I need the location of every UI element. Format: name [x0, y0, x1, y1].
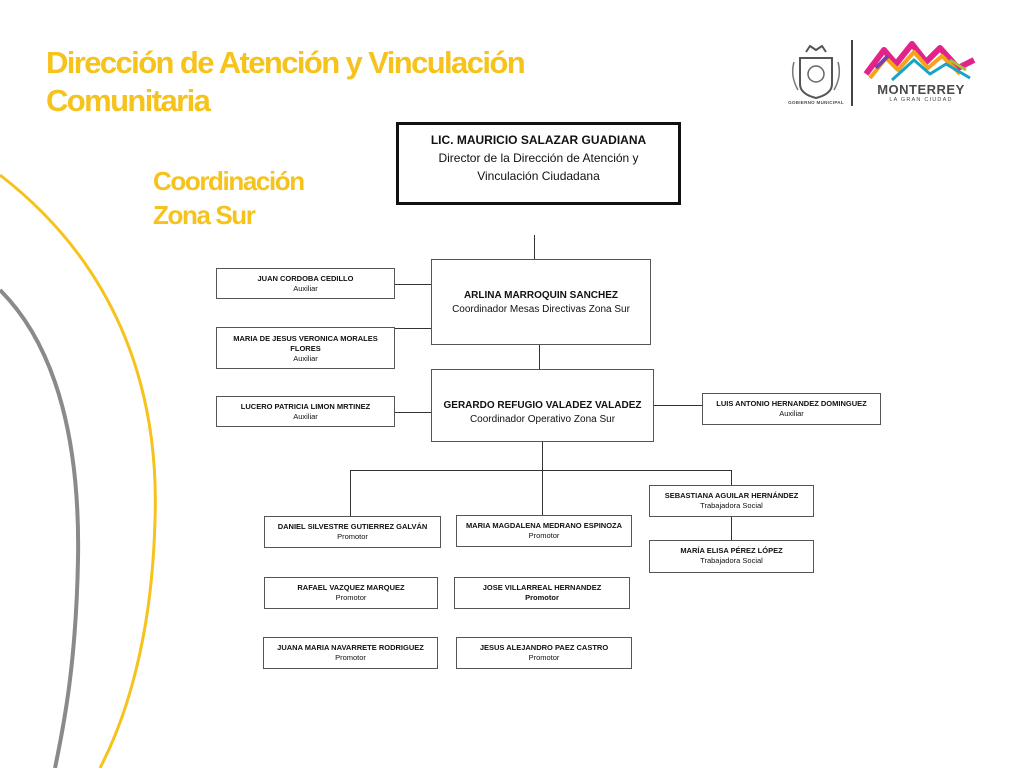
city-name: MONTERREY [877, 82, 965, 97]
aux-2-name-line-2: FLORES [290, 344, 321, 353]
aux-1-name: JUAN CORDOBA CEDILLO [257, 274, 354, 283]
operative-role: Coordinador Operativo Zona Sur [469, 414, 616, 425]
city-tagline: LA GRAN CIUDAD [889, 97, 953, 103]
aux-1-role: Auxiliar [293, 284, 318, 293]
connector-coord-operative [539, 345, 540, 369]
connector-branch-middle [542, 470, 543, 516]
director-box: LIC. MAURICIO SALAZAR GUADIANA Director … [396, 122, 681, 205]
connector-branch-left [350, 470, 351, 517]
aux-2-name-line-1: MARIA DE JESUS VERONICA MORALES [233, 334, 378, 343]
coordinator-name: ARLINA MARROQUIN SANCHEZ [463, 290, 619, 301]
promotor-3-role: Promotor [335, 653, 366, 662]
connector-aux2 [394, 328, 432, 329]
aux-3-name: LUCERO PATRICIA LIMON MRTINEZ [240, 402, 371, 411]
aux-box-3: LUCERO PATRICIA LIMON MRTINEZ Auxiliar [216, 396, 395, 427]
page-title: Dirección de Atención y Vinculación Comu… [46, 44, 606, 120]
director-name: LIC. MAURICIO SALAZAR GUADIANA [430, 133, 647, 147]
director-role-line-1: Director de la Dirección de Atención y [438, 151, 639, 165]
page-subtitle: Coordinación Zona Sur [153, 164, 373, 232]
coordinator-box: ARLINA MARROQUIN SANCHEZ Coordinador Mes… [431, 259, 651, 345]
social-worker-box-2: MARÍA ELISA PÉREZ LÓPEZ Trabajadora Soci… [649, 540, 814, 573]
promotor-box-6: JESUS ALEJANDRO PAEZ CASTRO Promotor [456, 637, 632, 669]
connector-director-down [534, 235, 535, 260]
promotor-3-name: JUANA MARIA NAVARRETE RODRIGUEZ [277, 643, 424, 652]
connector-aux1 [394, 284, 432, 285]
coordinator-role: Coordinador Mesas Directivas Zona Sur [452, 304, 630, 315]
social-worker-1-role: Trabajadora Social [700, 501, 763, 510]
aux-4-name: LUIS ANTONIO HERNANDEZ DOMINGUEZ [716, 399, 867, 408]
subtitle-line-2: Zona Sur [153, 200, 256, 230]
aux-box-1: JUAN CORDOBA CEDILLO Auxiliar [216, 268, 395, 299]
aux-4-role: Auxiliar [779, 409, 804, 418]
promotor-4-role: Promotor [528, 531, 560, 540]
social-worker-1-name: SEBASTIANA AGUILAR HERNÁNDEZ [664, 491, 799, 500]
connector-social [731, 517, 732, 541]
title-line-2: Comunitaria [46, 83, 211, 118]
social-worker-2-role: Trabajadora Social [700, 556, 763, 565]
promotor-2-name: RAFAEL VAZQUEZ MARQUEZ [297, 583, 405, 592]
subtitle-line-1: Coordinación [153, 166, 305, 196]
aux-box-4: LUIS ANTONIO HERNANDEZ DOMINGUEZ Auxilia… [702, 393, 881, 425]
operative-box: GERARDO REFUGIO VALADEZ VALADEZ Coordina… [431, 369, 654, 442]
promotor-1-role: Promotor [337, 532, 368, 541]
promotor-box-4: MARIA MAGDALENA MEDRANO ESPINOZA Promoto… [456, 515, 632, 547]
promotor-box-3: JUANA MARIA NAVARRETE RODRIGUEZ Promotor [263, 637, 438, 669]
promotor-box-1: DANIEL SILVESTRE GUTIERREZ GALVÁN Promot… [264, 516, 441, 548]
operative-name: GERARDO REFUGIO VALADEZ VALADEZ [443, 400, 642, 411]
shield-caption: GOBIERNO MUNICIPAL [788, 100, 844, 105]
logo-divider [851, 40, 853, 106]
promotor-6-role: Promotor [528, 653, 560, 662]
aux-3-role: Auxiliar [293, 412, 318, 421]
municipal-shield-logo [791, 44, 841, 100]
connector-branch-right [731, 470, 732, 486]
promotor-4-name: MARIA MAGDALENA MEDRANO ESPINOZA [465, 521, 623, 530]
promotor-box-2: RAFAEL VAZQUEZ MARQUEZ Promotor [264, 577, 438, 609]
promotor-box-5: JOSE VILLARREAL HERNANDEZ Promotor [454, 577, 630, 609]
promotor-6-name: JESUS ALEJANDRO PAEZ CASTRO [479, 643, 609, 652]
connector-branch-bar [350, 470, 732, 471]
director-role-line-2: Vinculación Ciudadana [477, 169, 600, 183]
aux-2-role: Auxiliar [293, 354, 318, 363]
social-worker-2-name: MARÍA ELISA PÉREZ LÓPEZ [680, 546, 783, 555]
promotor-2-role: Promotor [335, 593, 367, 602]
social-worker-box-1: SEBASTIANA AGUILAR HERNÁNDEZ Trabajadora… [649, 485, 814, 517]
connector-aux4 [654, 405, 703, 406]
promotor-1-name: DANIEL SILVESTRE GUTIERREZ GALVÁN [277, 522, 428, 531]
title-line-1: Dirección de Atención y Vinculación [46, 45, 526, 80]
connector-operative-down [542, 442, 543, 470]
monterrey-mountains-logo [863, 41, 976, 82]
aux-box-2: MARIA DE JESUS VERONICA MORALES FLORES A… [216, 327, 395, 369]
connector-aux3 [394, 412, 432, 413]
promotor-5-role: Promotor [525, 593, 559, 602]
promotor-5-name: JOSE VILLARREAL HERNANDEZ [482, 583, 602, 592]
